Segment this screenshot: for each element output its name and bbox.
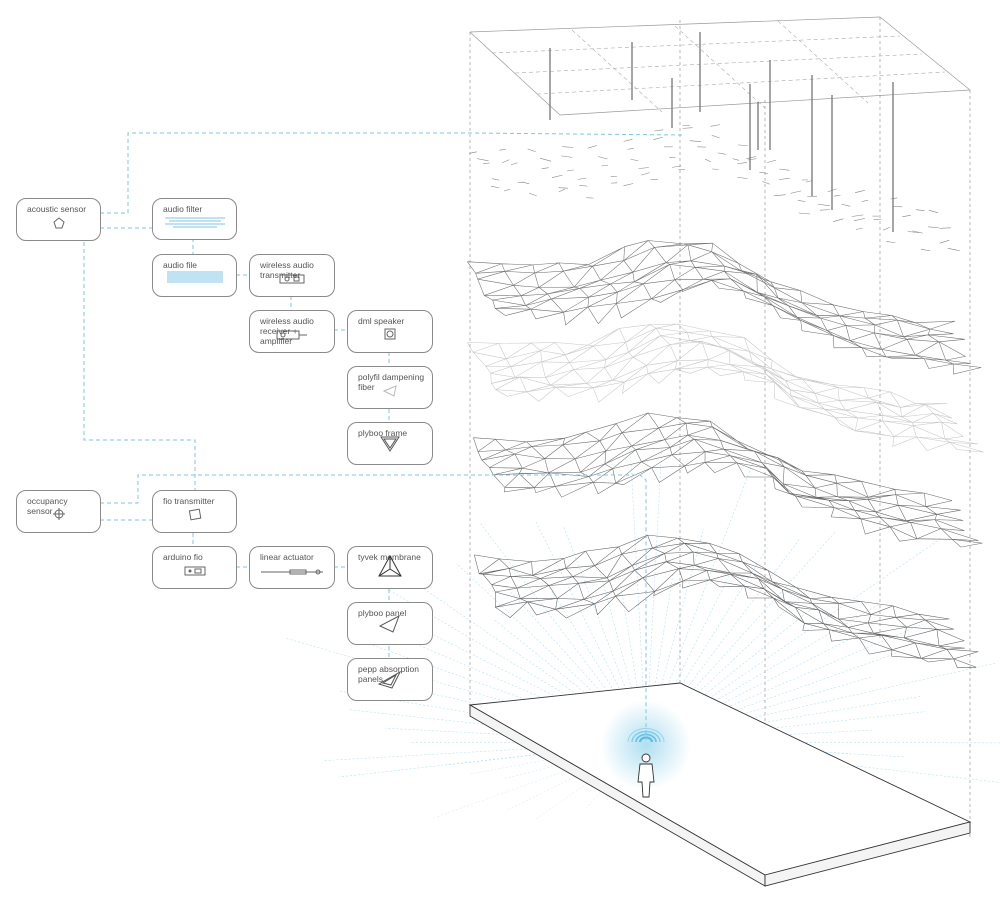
receiver-device-icon	[276, 328, 308, 346]
polyfil-fiber-node[interactable]: polyfil dampening fiber	[347, 366, 433, 409]
linear-actuator-label: linear actuator	[260, 552, 314, 562]
audio-waveform-icon	[165, 269, 225, 290]
arduino-fio-node[interactable]: arduino fio	[152, 546, 237, 589]
fio-transmitter-label: fio transmitter	[163, 496, 215, 506]
person-figure	[637, 753, 655, 798]
transmitter-device-icon	[279, 272, 305, 290]
audio-file-node[interactable]: audio file	[152, 254, 237, 297]
pepp-panels-label: pepp absorption panels	[358, 664, 419, 684]
plyboo-frame-node[interactable]: plyboo frame	[347, 422, 433, 465]
plyboo-frame-label: plyboo frame	[358, 428, 408, 438]
occupancy-sensor-node[interactable]: occupancy sensor	[16, 490, 101, 533]
fio-transmitter-icon	[188, 507, 202, 526]
triangle-panel-icon	[378, 614, 401, 638]
acoustic-sensor-node[interactable]: acoustic sensor	[16, 198, 101, 241]
linear-actuator-icon	[260, 564, 324, 582]
speaker-icon	[383, 327, 397, 346]
signal-glow	[601, 700, 691, 790]
linear-actuator-node[interactable]: linear actuator	[249, 546, 335, 589]
floor-platform	[468, 682, 972, 887]
wireless-audio-receiver-node[interactable]: wireless audio receiver + amplifier	[249, 310, 335, 353]
audio-waveform-icon	[163, 214, 227, 233]
hanging-rods	[549, 32, 894, 232]
triangle-frame-icon	[379, 435, 401, 458]
triangle-absorption-icon	[377, 670, 402, 694]
mesh-layers	[467, 124, 984, 669]
tetrahedron-icon	[378, 554, 402, 582]
plyboo-panel-node[interactable]: plyboo panel	[347, 602, 433, 645]
acoustic-sensor-icon	[52, 216, 65, 234]
pepp-panels-node[interactable]: pepp absorption panels	[347, 658, 433, 701]
fiber-icon	[382, 384, 398, 402]
dml-speaker-node[interactable]: dml speaker	[347, 310, 433, 353]
wireless-audio-transmitter-node[interactable]: wireless audio transmitter	[249, 254, 335, 297]
occupancy-sensor-icon	[52, 507, 66, 526]
arduino-fio-label: arduino fio	[163, 552, 203, 562]
audio-file-label: audio file	[163, 260, 198, 270]
fio-transmitter-node[interactable]: fio transmitter	[152, 490, 237, 533]
tyvek-membrane-node[interactable]: tyvek membrane	[347, 546, 433, 589]
arduino-board-icon	[184, 564, 206, 582]
polyfil-fiber-label: polyfil dampening fiber	[358, 372, 425, 392]
plyboo-panel-label: plyboo panel	[358, 608, 407, 618]
acoustic-sensor-label: acoustic sensor	[27, 204, 87, 214]
audio-filter-node[interactable]: audio filter	[152, 198, 237, 240]
audio-filter-label: audio filter	[163, 204, 203, 214]
occupancy-sensor-label: occupancy sensor	[27, 496, 68, 516]
dml-speaker-label: dml speaker	[358, 316, 405, 326]
connectors	[83, 132, 683, 740]
ceiling-grid	[491, 20, 946, 113]
